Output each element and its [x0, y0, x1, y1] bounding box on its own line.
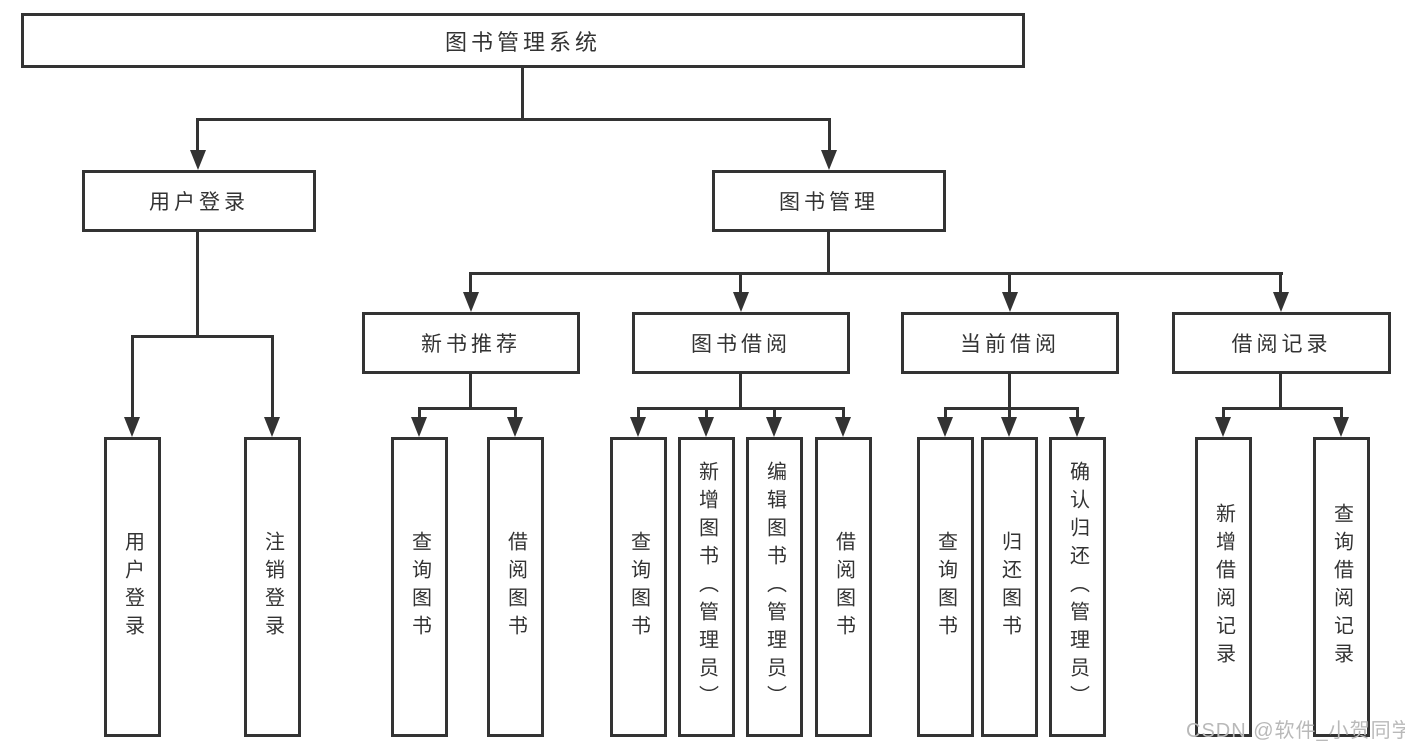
connector-line	[469, 272, 472, 294]
connector-line	[1076, 407, 1079, 419]
arrowhead-down-icon	[463, 292, 479, 312]
connector-line	[1222, 407, 1343, 410]
arrowhead-down-icon	[264, 417, 280, 437]
leaf-label: 确认归还（管理员）	[1066, 461, 1089, 713]
arrowhead-down-icon	[766, 417, 782, 437]
arrowhead-down-icon	[1069, 417, 1085, 437]
arrowhead-down-icon	[1273, 292, 1289, 312]
leaf-label: 用户登录	[121, 531, 144, 643]
arrowhead-down-icon	[1001, 417, 1017, 437]
connector-line	[1222, 407, 1225, 419]
leaf-label: 编辑图书（管理员）	[763, 461, 786, 713]
node-label: 图书管理	[779, 191, 879, 214]
connector-line	[1279, 272, 1282, 294]
connector-line	[637, 407, 845, 410]
connector-line	[514, 407, 517, 419]
connector-line	[196, 118, 831, 121]
connector-line	[131, 335, 274, 338]
leaf-confirm-return-admin: 确认归还（管理员）	[1049, 437, 1106, 737]
leaf-label: 查询图书	[934, 531, 957, 643]
connector-line	[1008, 272, 1011, 294]
leaf-label: 查询图书	[408, 531, 431, 643]
leaf-query-books-recommend: 查询图书	[391, 437, 448, 737]
node-label: 用户登录	[149, 191, 249, 214]
leaf-label: 借阅图书	[832, 531, 855, 643]
leaf-label: 注销登录	[261, 531, 284, 643]
connector-line	[773, 407, 776, 419]
node-label: 新书推荐	[421, 333, 521, 356]
leaf-query-books-borrow: 查询图书	[610, 437, 667, 737]
node-book-management-branch: 图书管理	[712, 170, 946, 232]
leaf-logout: 注销登录	[244, 437, 301, 737]
leaf-add-books-admin: 新增图书（管理员）	[678, 437, 735, 737]
arrowhead-down-icon	[821, 150, 837, 170]
leaf-edit-books-admin: 编辑图书（管理员）	[746, 437, 803, 737]
connector-line	[271, 335, 274, 419]
arrowhead-down-icon	[1215, 417, 1231, 437]
arrowhead-down-icon	[411, 417, 427, 437]
connector-line	[827, 232, 830, 272]
leaf-label: 新增借阅记录	[1212, 503, 1235, 671]
node-label: 当前借阅	[960, 333, 1060, 356]
leaf-borrow-books: 借阅图书	[815, 437, 872, 737]
arrowhead-down-icon	[835, 417, 851, 437]
node-root: 图书管理系统	[21, 13, 1025, 68]
connector-line	[944, 407, 1079, 410]
node-user-login-branch: 用户登录	[82, 170, 316, 232]
leaf-query-books-current: 查询图书	[917, 437, 974, 737]
arrowhead-down-icon	[1002, 292, 1018, 312]
node-current-borrow: 当前借阅	[901, 312, 1119, 374]
arrowhead-down-icon	[937, 417, 953, 437]
node-new-book-recommend: 新书推荐	[362, 312, 580, 374]
connector-line	[842, 407, 845, 419]
connector-line	[1008, 407, 1011, 419]
connector-line	[1008, 374, 1011, 407]
connector-line	[1279, 374, 1282, 407]
connector-line	[521, 68, 524, 118]
connector-line	[469, 272, 1283, 275]
leaf-label: 查询图书	[627, 531, 650, 643]
connector-line	[1340, 407, 1343, 419]
connector-line	[705, 407, 708, 419]
node-book-borrow: 图书借阅	[632, 312, 850, 374]
leaf-label: 查询借阅记录	[1330, 503, 1353, 671]
connector-line	[637, 407, 640, 419]
leaf-add-borrow-record: 新增借阅记录	[1195, 437, 1252, 737]
connector-line	[196, 232, 199, 335]
leaf-query-borrow-record: 查询借阅记录	[1313, 437, 1370, 737]
connector-line	[131, 335, 134, 419]
connector-line	[418, 407, 421, 419]
leaf-return-books: 归还图书	[981, 437, 1038, 737]
connector-line	[828, 118, 831, 152]
node-borrow-records: 借阅记录	[1172, 312, 1391, 374]
arrowhead-down-icon	[698, 417, 714, 437]
leaf-label: 归还图书	[998, 531, 1021, 643]
leaf-label: 借阅图书	[504, 531, 527, 643]
connector-line	[944, 407, 947, 419]
arrowhead-down-icon	[124, 417, 140, 437]
connector-line	[469, 374, 472, 407]
node-label: 借阅记录	[1231, 333, 1332, 356]
arrowhead-down-icon	[733, 292, 749, 312]
node-label: 图书借阅	[691, 333, 791, 356]
arrowhead-down-icon	[630, 417, 646, 437]
arrowhead-down-icon	[1333, 417, 1349, 437]
leaf-user-login: 用户登录	[104, 437, 161, 737]
watermark-text: CSDN @软件_小贺同学	[1186, 720, 1405, 742]
leaf-borrow-books-recommend: 借阅图书	[487, 437, 544, 737]
connector-line	[418, 407, 517, 410]
node-root-label: 图书管理系统	[444, 29, 601, 55]
arrowhead-down-icon	[190, 150, 206, 170]
leaf-label: 新增图书（管理员）	[695, 461, 718, 713]
connector-line	[739, 272, 742, 294]
connector-line	[196, 118, 199, 152]
arrowhead-down-icon	[507, 417, 523, 437]
connector-line	[739, 374, 742, 407]
